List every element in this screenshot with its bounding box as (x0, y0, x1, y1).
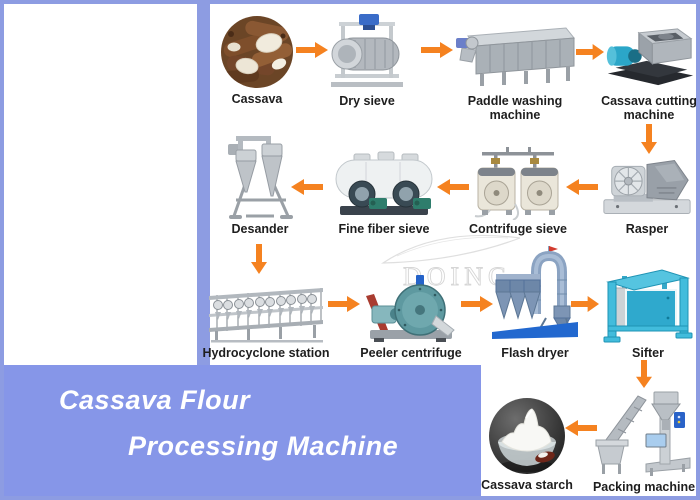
station-label: Cassava starch (481, 478, 573, 492)
flow-arrow-hydrocyclone-to-peeler (328, 296, 360, 312)
station-label: Peeler centrifuge (360, 346, 462, 360)
station-label: Desander (231, 222, 289, 236)
station-label: Dry sieve (339, 94, 395, 108)
flow-arrow-packing-to-starch (565, 420, 597, 436)
flash-dryer-illustration (488, 244, 582, 344)
station-contrifuge-sieve: Contrifuge sieve (469, 146, 567, 236)
station-hydrocyclone-station: Hydrocyclone station (202, 280, 330, 360)
flow-arrow-paddle-washing-to-cutting (576, 44, 604, 60)
station-label: Paddle washing machine (467, 94, 563, 122)
title-banner: Cassava Flour Processing Machine (4, 365, 481, 496)
fine-fiber-sieve-illustration (332, 150, 436, 220)
station-label: Rasper (625, 222, 669, 236)
station-desander: Desander (226, 130, 294, 236)
desander-illustration (226, 130, 294, 220)
left-panel (4, 4, 197, 366)
dry-sieve-illustration (325, 12, 409, 92)
sifter-illustration (602, 262, 694, 344)
flow-arrow-rasper-to-contrifuge-sieve (566, 179, 598, 195)
paddle-washing-machine-illustration (454, 20, 576, 92)
station-label: Fine fiber sieve (338, 222, 430, 236)
station-label: Packing machine (592, 480, 696, 494)
station-label: Cassava (231, 92, 283, 106)
flow-arrow-sifter-to-packing (636, 360, 652, 388)
left-panel-divider (197, 4, 210, 366)
contrifuge-sieve-illustration (470, 146, 566, 220)
station-cassava-cutting-machine: Cassava cutting machine (601, 24, 696, 122)
station-cassava-starch: Cassava starch (481, 396, 573, 492)
flow-arrow-cassava-to-dry-sieve (296, 42, 328, 58)
packing-machine-illustration (594, 388, 694, 478)
banner-title-line2: Processing Machine (128, 431, 399, 461)
rasper-illustration (598, 154, 696, 220)
cassava-roots-photo (217, 14, 297, 90)
station-label: Cassava cutting machine (601, 94, 697, 122)
station-peeler-centrifuge: Peeler centrifuge (360, 270, 462, 360)
station-cassava: Cassava (217, 14, 297, 106)
station-paddle-washing-machine: Paddle washing machine (454, 20, 576, 122)
station-dry-sieve: Dry sieve (325, 12, 409, 108)
station-fine-fiber-sieve: Fine fiber sieve (332, 150, 436, 236)
station-rasper: Rasper (598, 154, 696, 236)
station-label: Hydrocyclone station (202, 346, 330, 360)
banner-title-line1: Cassava Flour (59, 385, 251, 415)
peeler-centrifuge-illustration (364, 270, 458, 344)
hydrocyclone-station-illustration (207, 280, 325, 344)
flow-arrow-fine-fiber-to-desander (291, 179, 323, 195)
station-packing-machine: Packing machine (592, 388, 696, 494)
cassava-cutting-machine-illustration (602, 24, 696, 92)
cassava-starch-photo (486, 396, 568, 476)
station-sifter: Sifter (602, 262, 694, 360)
station-label: Sifter (632, 346, 664, 360)
station-flash-dryer: Flash dryer (488, 244, 582, 360)
flow-arrow-peeler-to-flash-dryer (461, 296, 493, 312)
flow-arrow-cutting-to-rasper (641, 124, 657, 154)
station-label: Contrifuge sieve (469, 222, 567, 236)
flow-arrow-flash-dryer-to-sifter (571, 296, 599, 312)
flow-arrow-dry-sieve-to-paddle-washing (421, 42, 453, 58)
flow-arrow-desander-to-hydrocyclone (251, 244, 267, 274)
station-label: Flash dryer (501, 346, 569, 360)
flow-arrow-contrifuge-to-fine-fiber (437, 179, 469, 195)
